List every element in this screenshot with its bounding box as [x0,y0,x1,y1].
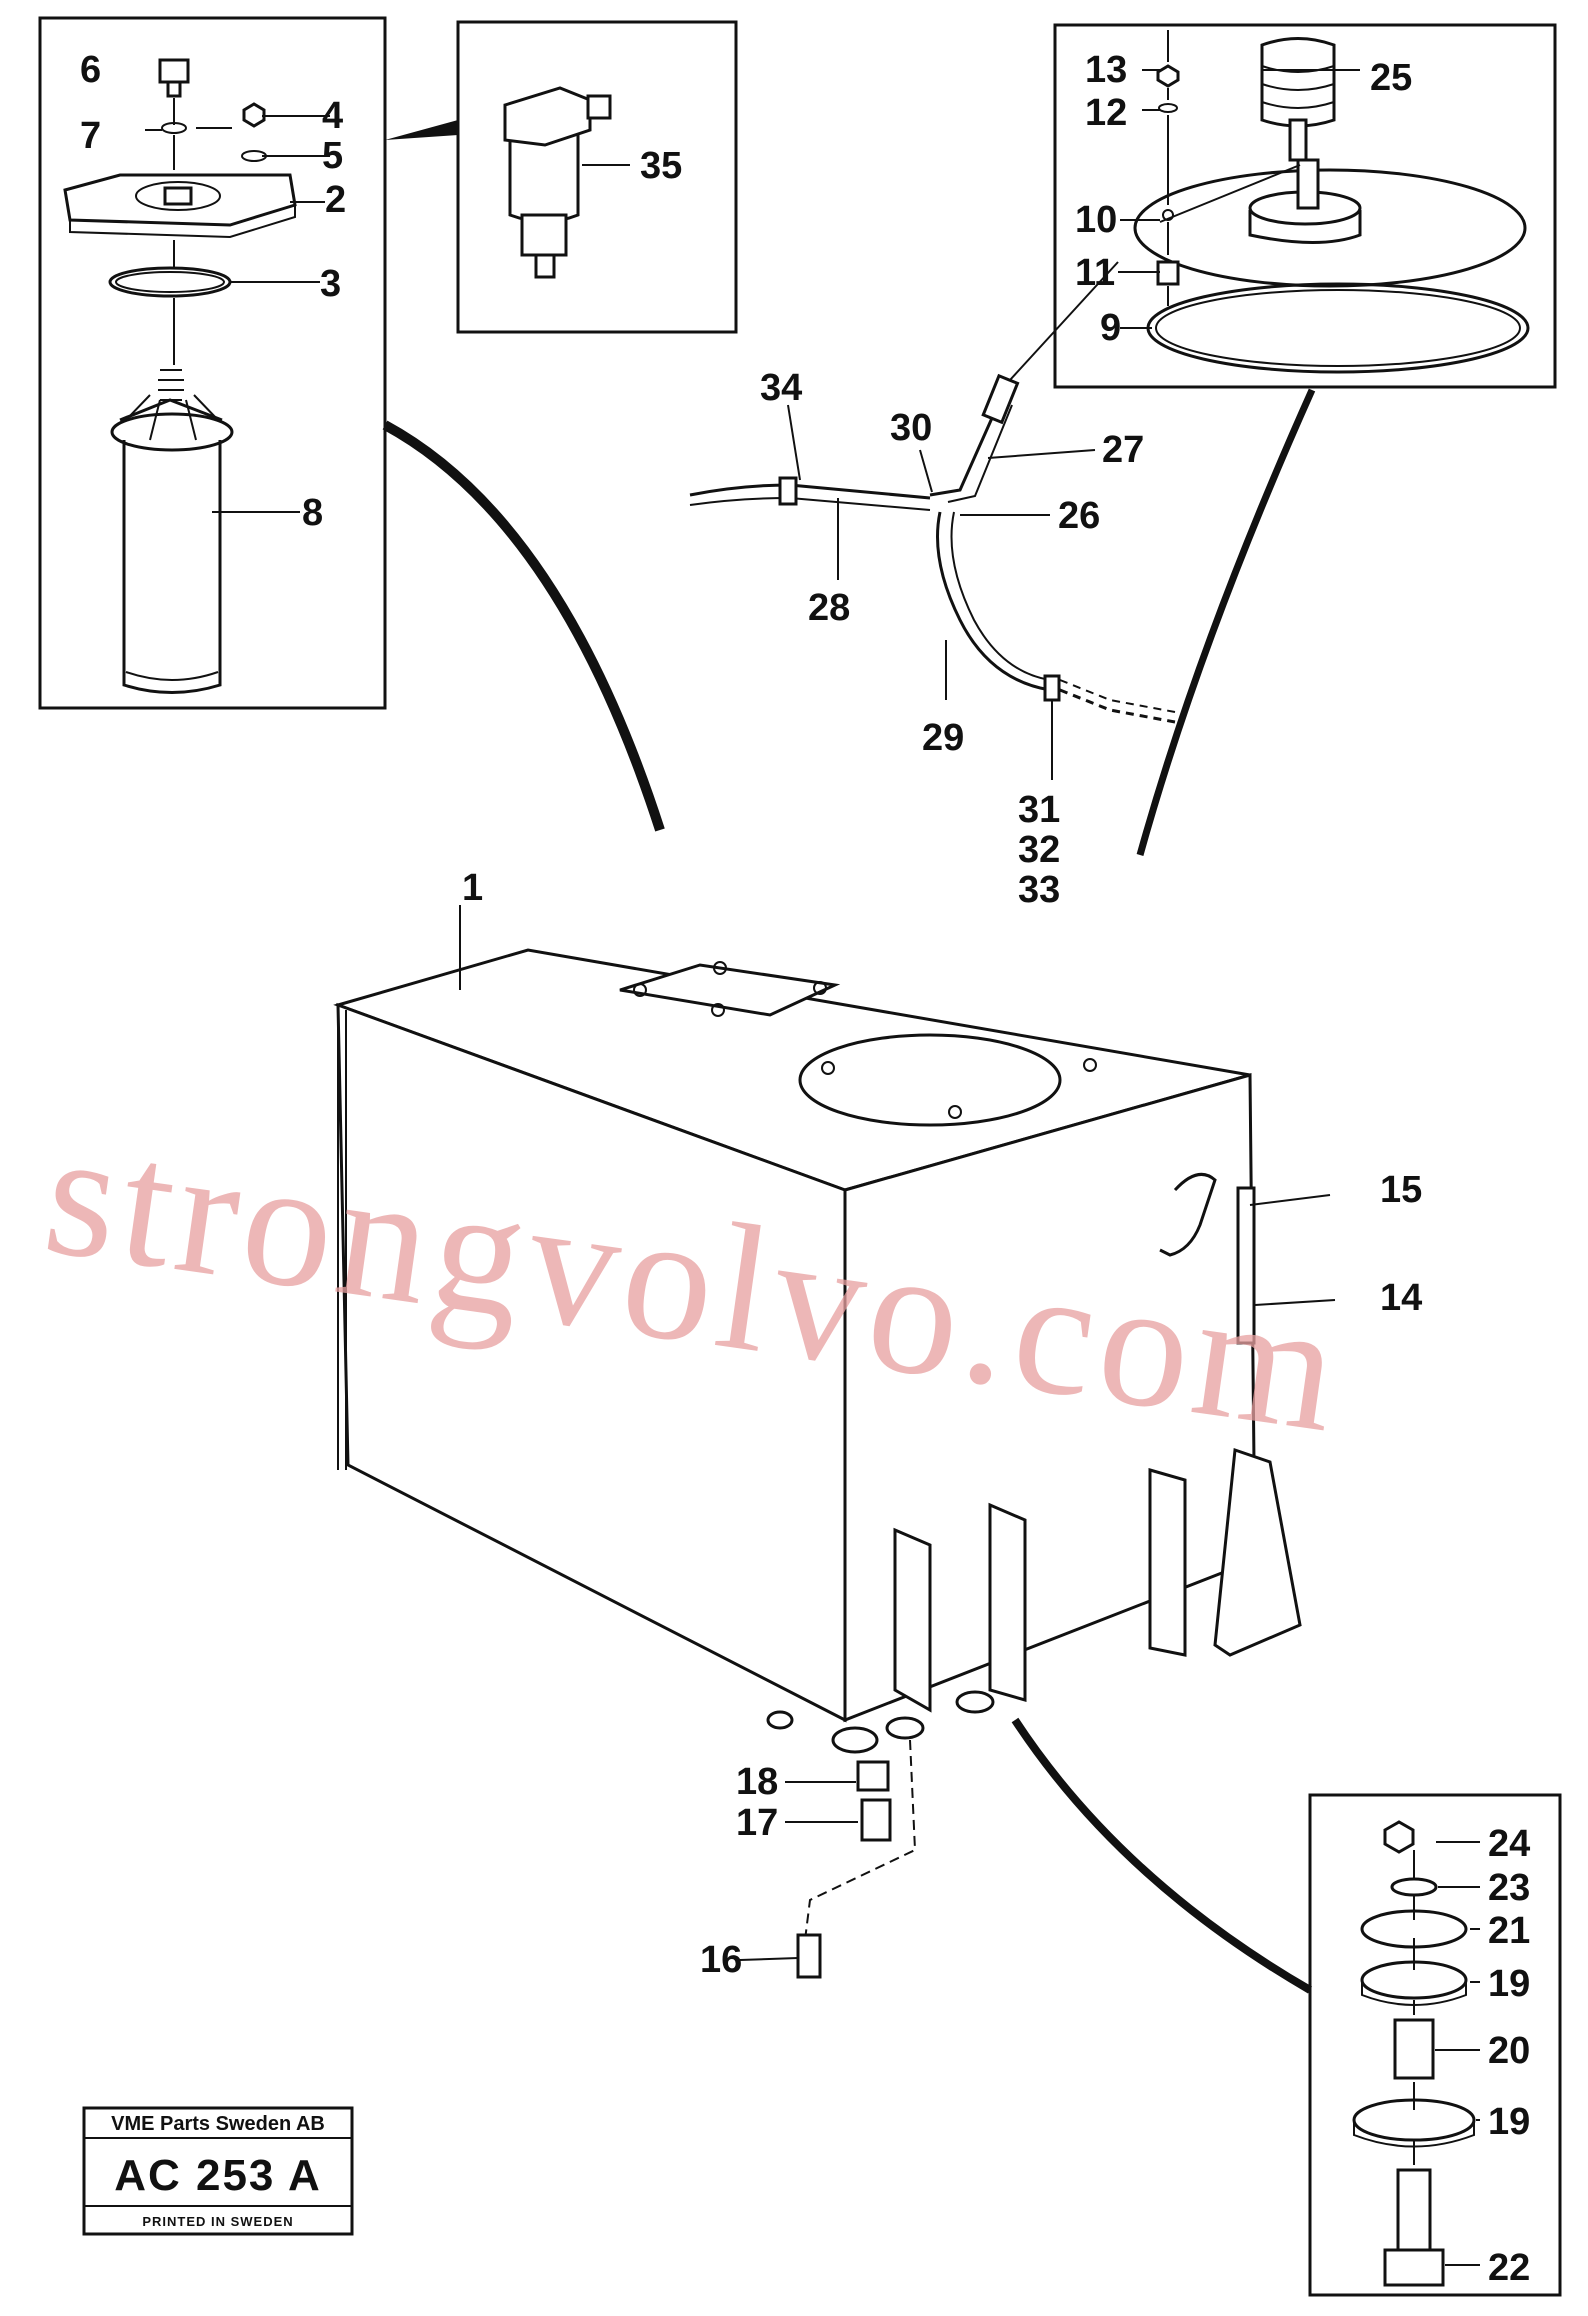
label-26: 26 [1058,495,1100,537]
label-9: 9 [1100,307,1121,349]
leader-curve-right [1136,388,1316,856]
label-29: 29 [922,717,964,759]
label-24: 24 [1488,1823,1530,1865]
stamp-printed: PRINTED IN SWEDEN [142,2214,293,2229]
label-2: 2 [325,179,346,221]
mounting-frame [1308,1793,1562,2297]
label-22: 22 [1488,2247,1530,2289]
filter-detail-frame [38,16,387,710]
label-20: 20 [1488,2030,1530,2072]
label-16: 16 [700,1939,742,1981]
stamp-code: AC 253 A [114,2151,322,2200]
label-28: 28 [808,587,850,629]
label-5: 5 [322,135,343,177]
label-12: 12 [1085,92,1127,134]
label-33: 33 [1018,869,1060,911]
label-11: 11 [1075,252,1115,294]
label-27: 27 [1102,429,1144,471]
breather-frame [1053,23,1557,389]
label-10: 10 [1075,199,1117,241]
label-25: 25 [1370,57,1412,99]
label-34: 34 [760,367,802,409]
label-18: 18 [736,1761,778,1803]
label-3: 3 [320,263,341,305]
label-6: 6 [80,49,101,91]
hose-assembly [689,261,1176,780]
pressure-switch-frame [385,20,738,334]
label-19-lower: 19 [1488,2101,1530,2143]
label-30: 30 [890,407,932,449]
label-8: 8 [302,492,323,534]
label-7: 7 [80,115,101,157]
label-15: 15 [1380,1169,1422,1211]
hydraulic-tank [333,905,1336,1979]
label-23: 23 [1488,1867,1530,1909]
label-31: 31 [1018,789,1060,831]
part-labels: 1 2 3 4 5 6 7 8 9 10 11 12 13 14 15 16 1… [80,49,1530,2289]
label-1: 1 [462,867,483,909]
stamp-company: VME Parts Sweden AB [111,2113,325,2135]
label-17: 17 [736,1802,778,1844]
label-32: 32 [1018,829,1060,871]
label-21: 21 [1488,1910,1530,1952]
label-14: 14 [1380,1277,1422,1319]
label-4: 4 [322,95,343,137]
part-stamp: VME Parts Sweden AB AC 253 A PRINTED IN … [82,2106,354,2236]
leader-curve-bottom [1011,1717,1313,1994]
label-19-upper: 19 [1488,1963,1530,2005]
leader-curve-left [382,420,665,832]
label-13: 13 [1085,49,1127,91]
label-35: 35 [640,145,682,187]
